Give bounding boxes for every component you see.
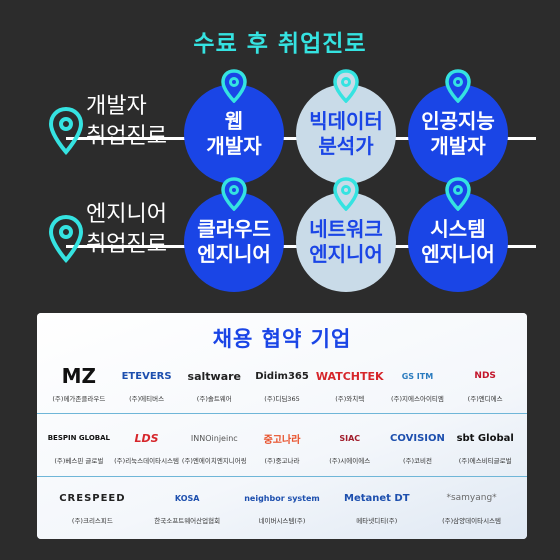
company-item: CRESPEED (주)크리스피드 (52, 483, 132, 526)
company-logo: COVISION (390, 432, 445, 444)
company-logo: BESPIN GLOBAL (47, 434, 111, 442)
company-name: (주)리눅스데이타시스템 (114, 457, 180, 465)
job-web-developer: 웹 개발자 (184, 84, 284, 184)
company-name: (주)엔디에스 (467, 395, 503, 403)
company-item: Metanet DT 메타넷디티(주) (337, 483, 417, 526)
company-logo: neighbor system (244, 493, 320, 503)
company-name: 네이버시스템(주) (258, 517, 306, 525)
location-pin-icon (221, 69, 247, 103)
page-title: 수료 후 취업진로 (193, 31, 367, 57)
company-logo: sbt Global (456, 432, 514, 444)
company-logo: WATCHTEK (315, 369, 384, 383)
company-name: (주)베스핀 글로벌 (54, 457, 104, 465)
company-name: 메타넷디티(주) (356, 517, 398, 525)
company-name: (주)디딤365 (264, 395, 300, 403)
career-row-engineer: 엔지니어 취업진로 클라우드 엔지니어 네트워크 엔지니어 시스템 엔지니어 (0, 177, 560, 292)
divider (37, 476, 527, 477)
company-item: LDS (주)리눅스데이타시스템 (113, 423, 181, 466)
company-name: (주)중고나라 (264, 457, 300, 465)
company-logo: *samyang* (446, 493, 497, 503)
company-item: 중고나라 (주)중고나라 (248, 423, 316, 466)
company-name: (주)메가존클라우드 (52, 395, 106, 403)
company-item: INNOinjeinc (주)엔에이치엔지니어링 (180, 423, 248, 466)
company-row-3: CRESPEED (주)크리스피드 KOSA 한국소프트웨어산업협회 neigh… (45, 483, 519, 526)
company-name: (주)크리스피드 (71, 517, 113, 525)
company-item: COVISION (주)코비전 (384, 423, 452, 466)
company-name: (주)지에스아이티엠 (390, 395, 444, 403)
company-item: saltware (주)솔트웨어 (180, 361, 248, 404)
company-item: BESPIN GLOBAL (주)베스핀 글로벌 (45, 423, 113, 465)
company-item: sbt Global (주)에스비티글로벌 (451, 423, 519, 466)
location-pin-icon (445, 177, 471, 211)
company-logo: saltware (187, 369, 242, 383)
company-item: SIAC (주)시에이에스 (316, 423, 384, 466)
company-logo: INNOinjeinc (190, 433, 238, 443)
row-label: 엔지니어 취업진로 (86, 202, 167, 257)
company-logo: GS ITM (401, 371, 434, 381)
company-logo: CRESPEED (59, 492, 126, 504)
location-pin-icon (333, 177, 359, 211)
company-logo: 중고나라 (263, 434, 301, 446)
company-row-1: MZ (주)메가존클라우드 ETEVERS (주)에티버스 saltware (… (45, 361, 519, 403)
job-bigdata-analyst: 빅데이터 분석가 (296, 84, 396, 184)
company-logo: Didim365 (255, 370, 309, 382)
job-network-engineer: 네트워크 엔지니어 (296, 192, 396, 292)
company-item: *samyang* (주)삼양데이타시스템 (432, 483, 512, 525)
company-item: Didim365 (주)디딤365 (248, 361, 316, 404)
partner-companies-panel: 채용 협약 기업 MZ (주)메가존클라우드 ETEVERS (주)에티버스 s… (37, 313, 527, 539)
company-logo: Metanet DT (344, 492, 410, 504)
company-name: 한국소프트웨어산업협회 (154, 517, 221, 525)
location-pin-icon (445, 69, 471, 103)
career-row-developer: 개발자 취업진로 웹 개발자 빅데이터 분석가 인공지능 개발자 (0, 69, 560, 184)
company-item: KOSA 한국소프트웨어산업협회 (147, 483, 227, 526)
company-logo: NDS (474, 371, 496, 381)
company-item: GS ITM (주)지에스아이티엠 (384, 361, 452, 404)
company-name: (주)에티버스 (129, 395, 165, 403)
company-name: (주)코비전 (402, 457, 432, 465)
company-item: ETEVERS (주)에티버스 (113, 361, 181, 404)
location-pin-icon (333, 69, 359, 103)
company-item: neighbor system 네이버시스템(주) (242, 483, 322, 526)
location-pin-icon (221, 177, 247, 211)
company-name: (주)삼양데이타시스템 (442, 517, 502, 525)
company-name: (주)에스비티글로벌 (458, 457, 512, 465)
company-logo: MZ (61, 364, 97, 388)
company-name: (주)와치텍 (335, 395, 365, 403)
company-name: (주)솔트웨어 (196, 395, 232, 403)
company-item: MZ (주)메가존클라우드 (45, 361, 113, 403)
company-logo: SIAC (339, 433, 361, 443)
company-logo: KOSA (174, 493, 200, 503)
job-cloud-engineer: 클라우드 엔지니어 (184, 192, 284, 292)
location-pin-icon (48, 107, 84, 155)
company-name: (주)시에이에스 (329, 457, 371, 465)
panel-title: 채용 협약 기업 (212, 327, 352, 351)
location-pin-icon (48, 215, 84, 263)
company-item: WATCHTEK (주)와치텍 (315, 361, 384, 404)
company-logo: LDS (134, 431, 159, 445)
company-logo: ETEVERS (121, 370, 172, 382)
divider (37, 413, 527, 414)
row-label: 개발자 취업진로 (86, 94, 167, 149)
company-row-2: BESPIN GLOBAL (주)베스핀 글로벌 LDS (주)리눅스데이타시스… (45, 423, 519, 466)
company-name: (주)엔에이치엔지니어링 (181, 457, 247, 465)
company-item: NDS (주)엔디에스 (451, 361, 519, 403)
